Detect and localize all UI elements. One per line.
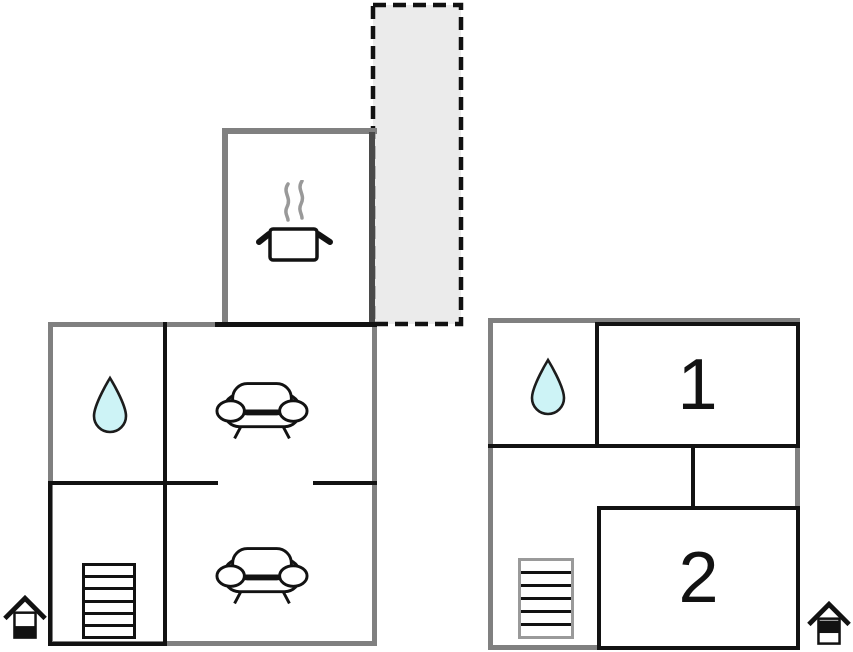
entrance-house-icon xyxy=(806,597,852,648)
room-label-2: 2 xyxy=(678,538,719,618)
interior-wall-horizontal-right xyxy=(313,481,377,485)
stairs-icon xyxy=(82,563,136,639)
stairs-icon xyxy=(518,558,574,639)
bedroom-2 xyxy=(597,506,800,650)
living-room-wall-top xyxy=(215,322,377,327)
water-drop-icon xyxy=(90,375,130,436)
upper-interior-wall-horizontal xyxy=(488,444,798,448)
entrance-house-icon xyxy=(2,591,48,642)
upper-interior-wall-vertical xyxy=(691,446,695,510)
room-label-1: 1 xyxy=(677,345,718,425)
cooking-pot-icon xyxy=(254,180,336,266)
terrace-dashed-outline xyxy=(370,2,464,327)
kitchen-wall-top xyxy=(222,128,377,134)
sofa-icon xyxy=(215,380,309,442)
water-drop-icon xyxy=(528,357,568,418)
bedroom-1 xyxy=(595,322,800,448)
stair-room xyxy=(48,481,167,646)
sofa-icon xyxy=(215,545,309,607)
kitchen-wall-left xyxy=(222,128,228,325)
kitchen-wall-right xyxy=(369,132,375,325)
terrace xyxy=(368,0,466,330)
